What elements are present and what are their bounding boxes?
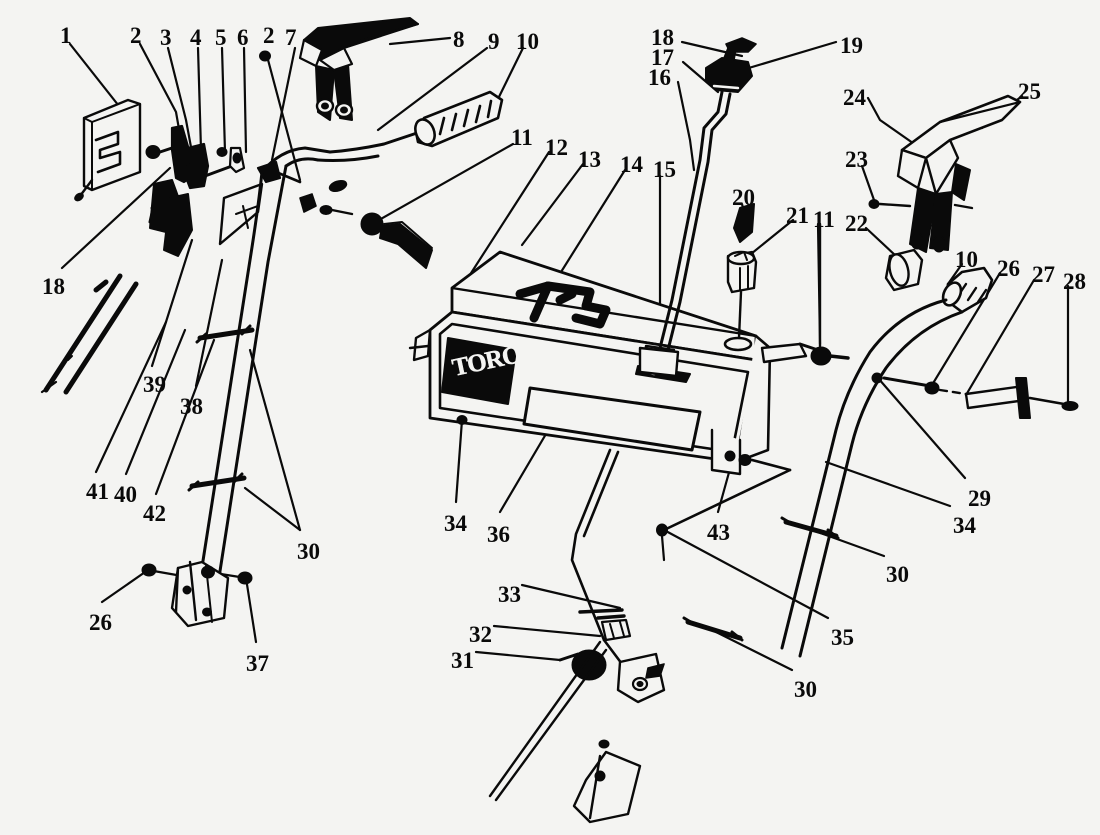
- callout-23: 23: [845, 147, 868, 172]
- callout-19: 19: [840, 33, 863, 58]
- part-11-12-control-lever: [299, 179, 433, 269]
- callout-17: 17: [651, 45, 674, 70]
- callout-30a: 30: [297, 539, 320, 564]
- callout-8: 8: [453, 27, 465, 52]
- part-24-25-right-bracket: [868, 94, 1022, 292]
- callout-7: 7: [285, 25, 297, 50]
- center-control-panel: [408, 250, 850, 476]
- callout-3: 3: [160, 25, 172, 50]
- callout-10a: 10: [516, 29, 539, 54]
- callout-38: 38: [180, 394, 203, 419]
- part-10-left-grip: [414, 90, 504, 148]
- callout-18b: 18: [42, 274, 65, 299]
- callout-26a: 26: [89, 610, 112, 635]
- callout-37: 37: [246, 651, 269, 676]
- callout-43: 43: [707, 520, 730, 545]
- lower-cable-and-hardware: [488, 448, 792, 802]
- callout-28: 28: [1063, 269, 1086, 294]
- callout-2a: 2: [130, 23, 142, 48]
- callout-40: 40: [114, 482, 137, 507]
- callout-42: 42: [143, 501, 166, 526]
- callout-34b: 34: [953, 513, 976, 538]
- callout-22: 22: [845, 211, 868, 236]
- shift-lever-assembly: [638, 37, 822, 378]
- callout-15: 15: [653, 157, 676, 182]
- callout-24: 24: [843, 85, 866, 110]
- callout-10b: 10: [955, 247, 978, 272]
- callout-18a: 18: [651, 25, 674, 50]
- callout-39: 39: [143, 372, 166, 397]
- callout-6: 6: [237, 25, 249, 50]
- callout-2b: 2: [263, 23, 275, 48]
- callout-26b: 26: [997, 256, 1020, 281]
- callout-4: 4: [190, 25, 202, 50]
- callout-11a: 11: [511, 125, 533, 150]
- callout-27: 27: [1032, 262, 1055, 287]
- callout-41: 41: [86, 479, 109, 504]
- left-handle-assembly: [40, 50, 422, 628]
- callout-30c: 30: [794, 677, 817, 702]
- callout-32: 32: [469, 622, 492, 647]
- callout-31: 31: [451, 648, 474, 673]
- right-handle-assembly: [572, 266, 1079, 824]
- callout-34a: 34: [444, 511, 467, 536]
- callout-5: 5: [215, 25, 227, 50]
- callout-20: 20: [732, 185, 755, 210]
- callout-33: 33: [498, 582, 521, 607]
- callout-21: 21: [786, 203, 809, 228]
- callout-12: 12: [545, 135, 568, 160]
- callout-13: 13: [578, 147, 601, 172]
- callout-30b: 30: [886, 562, 909, 587]
- part-7-fork-bracket: [298, 17, 419, 121]
- callout-29: 29: [968, 486, 991, 511]
- callout-14: 14: [620, 152, 643, 177]
- callout-11b: 11: [813, 207, 835, 232]
- leader-lines: [60, 36, 1070, 672]
- callout-9: 9: [488, 29, 500, 54]
- callout-16: 16: [648, 65, 671, 90]
- callout-36: 36: [487, 522, 510, 547]
- callout-1: 1: [60, 23, 72, 48]
- callout-25: 25: [1018, 79, 1041, 104]
- callout-35: 35: [831, 625, 854, 650]
